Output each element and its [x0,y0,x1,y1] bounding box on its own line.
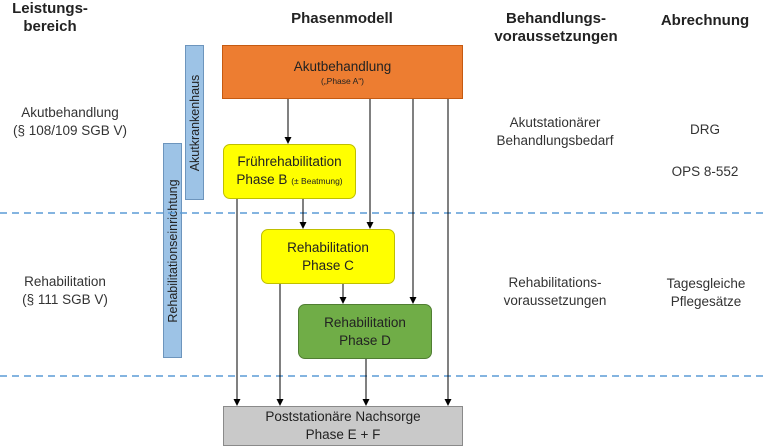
phase-a-sub: („Phase A“) [321,76,364,86]
phase-a-title: Akutbehandlung [293,59,392,74]
phase-c-box: Rehabilitation Phase C [261,229,395,284]
bar-akutkrankenhaus: Akutkrankenhaus [185,45,204,200]
header-phasenmodell: Phasenmodell [291,10,393,27]
header-leistungsbereich: Leistungs- bereich [12,0,88,35]
phase-b-box: Frührehabilitation Phase B (± Beatmung) [223,144,356,199]
phase-c-title: Rehabilitation [287,239,369,255]
label-tagesgleiche: Tagesgleiche Pflegesätze [666,276,746,309]
label-rehabilitation: Rehabilitation (§ 111 SGB V) [22,274,108,307]
phase-b-note: (± Beatmung) [291,176,343,186]
phase-ef-title: Poststationäre Nachsorge [265,409,421,424]
phase-c-sub: Phase C [302,257,354,273]
header-abrechnung: Abrechnung [660,12,750,29]
label-drg: DRG [690,122,720,137]
phase-d-sub: Phase D [339,332,391,348]
label-akutbehandlung: Akutbehandlung (§ 108/109 SGB V) [12,105,128,138]
label-akutstationaer: Akutstationärer Behandlungsbedarf [496,115,614,148]
label-rehavoraussetzungen: Rehabilitations- voraussetzungen [503,275,607,308]
phase-b-sub: Phase B [236,172,288,187]
phase-a-box: Akutbehandlung („Phase A“) [222,45,463,99]
phase-ef-box: Poststationäre Nachsorge Phase E + F [223,406,463,446]
bar-rehaeinrichtung: Rehabilitationseinrichtung [163,143,182,358]
phase-b-title: Frührehabilitation [237,154,342,169]
phase-d-box: Rehabilitation Phase D [298,304,432,359]
phase-ef-sub: Phase E + F [305,427,381,442]
label-ops: OPS 8-552 [671,164,739,179]
header-behandlungsvoraussetzungen: Behandlungs- voraussetzungen [494,10,618,45]
phase-d-title: Rehabilitation [324,314,406,330]
